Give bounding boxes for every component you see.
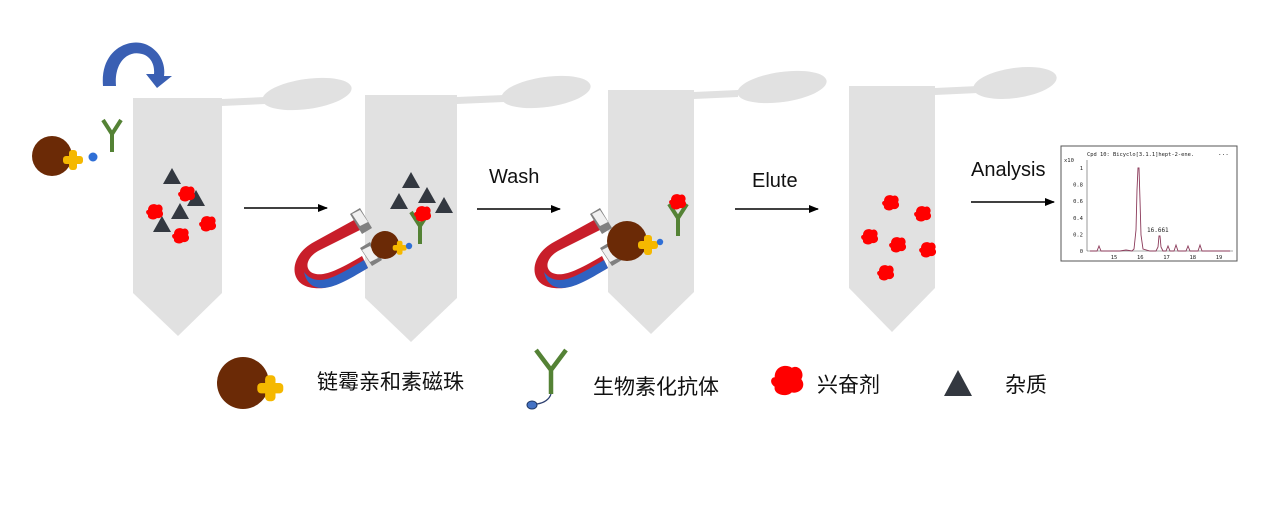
analysis-label: Analysis	[971, 159, 1045, 181]
tube-1	[133, 77, 352, 336]
legend-stimulant-label: 兴奋剂	[817, 373, 880, 397]
tube-2	[365, 75, 591, 342]
legend: 链霉亲和素磁珠 生物素化抗体 兴奋剂 杂质	[217, 348, 1047, 410]
y-tick-label: 0.8	[1073, 183, 1083, 189]
y-tick-label: 1	[1080, 166, 1083, 172]
y-axis-ticks: 1 0.8 0.6 0.4 0.2 0	[1073, 166, 1084, 255]
x-tick-label: 18	[1189, 255, 1196, 261]
biotin-dot-tube-3	[656, 238, 664, 246]
streptavidin-bead-free	[32, 136, 98, 176]
legend-antibody-icon	[526, 348, 568, 410]
legend-impurity-label: 杂质	[1005, 373, 1047, 397]
wash-label: Wash	[489, 166, 539, 188]
chromatogram-panel: Cpd 10: Bicyclo[3.1.1]hept-2-ene. ... x1…	[1060, 145, 1238, 262]
y-tick-label: 0.2	[1073, 232, 1083, 238]
y-tick-label: 0	[1080, 249, 1083, 255]
legend-stimulant-icon	[771, 365, 804, 396]
legend-antibody-label: 生物素化抗体	[593, 375, 719, 399]
elute-label: Elute	[752, 170, 798, 192]
legend-bead-icon	[217, 357, 284, 409]
biotin-dot	[405, 242, 413, 250]
x-tick-label: 17	[1163, 255, 1170, 261]
legend-impurity-icon	[944, 370, 972, 396]
y-multiplier-label: x10	[1064, 158, 1074, 164]
chromatogram-title: Cpd 10: Bicyclo[3.1.1]hept-2-ene.	[1087, 152, 1194, 158]
tube-3	[608, 70, 827, 334]
chromatogram-trace	[1090, 167, 1230, 252]
chromatogram-menu: ...	[1218, 150, 1229, 157]
tube-4	[849, 67, 1057, 332]
x-tick-label: 19	[1216, 255, 1223, 261]
curved-arrow-icon	[102, 42, 172, 88]
biotinylated-antibody-free	[101, 118, 123, 154]
x-tick-label: 15	[1111, 255, 1118, 261]
peak-annotation: 16.661	[1147, 227, 1169, 234]
x-tick-label: 16	[1137, 255, 1144, 261]
x-axis-ticks: 15 16 17 18 19	[1111, 255, 1223, 261]
y-tick-label: 0.6	[1073, 199, 1083, 205]
y-tick-label: 0.4	[1073, 216, 1084, 222]
legend-bead-label: 链霉亲和素磁珠	[317, 370, 464, 394]
